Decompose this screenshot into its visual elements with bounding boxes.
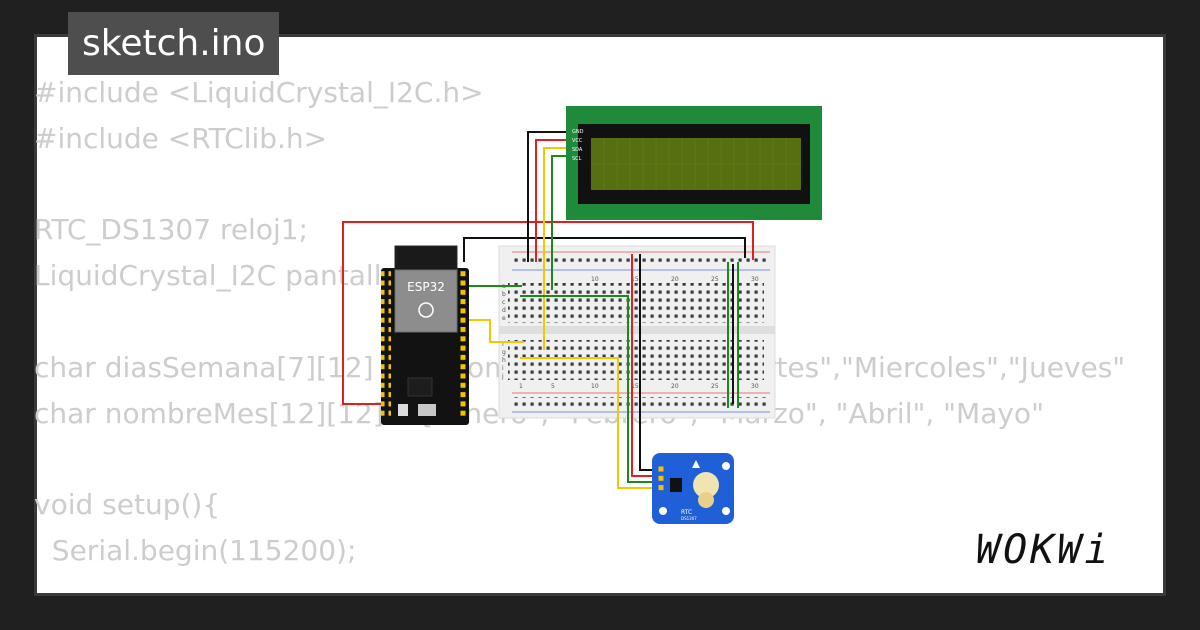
breadboard-row-label: e — [502, 315, 506, 322]
code-line: #include <RTClib.h> — [34, 121, 328, 155]
breadboard-row-label: f — [502, 341, 505, 348]
breadboard-row-label: d — [502, 307, 506, 314]
rtc-model: DS1307 — [681, 516, 697, 521]
rtc-module[interactable]: RTC DS1307 — [652, 453, 734, 524]
breadboard-column-label: 10 — [591, 276, 599, 283]
breadboard-column-label: 15 — [631, 383, 639, 390]
rtc-label: RTC — [681, 509, 692, 516]
code-line: LiquidCrystal_I2C pantalla(0 — [34, 259, 428, 293]
lcd-display[interactable]: GND VCC SDA SCL — [566, 106, 822, 220]
breadboard-column-label: 1 — [519, 383, 523, 390]
breadboard-column-label: 30 — [751, 276, 759, 283]
wires — [342, 131, 754, 489]
code-line: Serial.begin(115200); — [34, 533, 357, 567]
wokwi-logo: WOKWi — [976, 527, 1112, 573]
wire-red-lcd-vcc — [535, 139, 566, 262]
breadboard-column-label: 5 — [551, 383, 555, 390]
adafruit-logo-icon — [692, 460, 700, 468]
breadboard-row-label: i — [502, 365, 504, 372]
lcd-pin-label: VCC — [572, 138, 583, 144]
wire-red-rtc-vcc — [631, 254, 660, 477]
esp32-board[interactable]: ESP32 — [381, 245, 469, 425]
wire-yellow-esp-sda — [466, 319, 524, 343]
espressif-logo-icon — [418, 302, 434, 318]
wire-black-lcd-gnd — [527, 131, 566, 262]
breadboard-column-label: 10 — [591, 383, 599, 390]
wire-red-power — [342, 221, 754, 405]
breadboard-row-label: g — [502, 349, 506, 356]
file-tab[interactable]: sketch.ino — [68, 12, 280, 75]
breadboard-column-label: 25 — [711, 383, 719, 390]
wire-yellow-lcd-sda — [543, 147, 566, 350]
breadboard-column-label: 20 — [671, 383, 679, 390]
wire-black-ground — [463, 237, 746, 262]
breadboard-column-label: 20 — [671, 276, 679, 283]
lcd-pin-label: SCL — [572, 156, 582, 162]
wire-yellow-rtc-sda — [520, 357, 658, 489]
breadboard-column-label: 25 — [711, 276, 719, 283]
esp32-label: ESP32 — [407, 280, 445, 294]
breadboard-row-label: b — [502, 291, 506, 298]
lcd-pin-label: GND — [572, 129, 584, 135]
usb-port-icon — [418, 404, 436, 416]
wire-green-lcd-scl — [551, 155, 566, 290]
wire-green-rtc-scl — [520, 295, 658, 483]
breadboard-row-label: c — [502, 299, 505, 306]
breadboard-row-label: j — [501, 373, 504, 380]
lcd-pin-label: SDA — [572, 147, 583, 153]
code-line: #include <LiquidCrystal_I2C.h> — [34, 76, 484, 109]
breadboard-row-label: h — [502, 357, 506, 364]
code-line: RTC_DS1307 reloj1; — [34, 213, 308, 247]
breadboard-column-label: 30 — [751, 383, 759, 390]
breadboard-column-label: 15 — [631, 276, 639, 283]
code-line: void setup(){ — [34, 488, 221, 522]
